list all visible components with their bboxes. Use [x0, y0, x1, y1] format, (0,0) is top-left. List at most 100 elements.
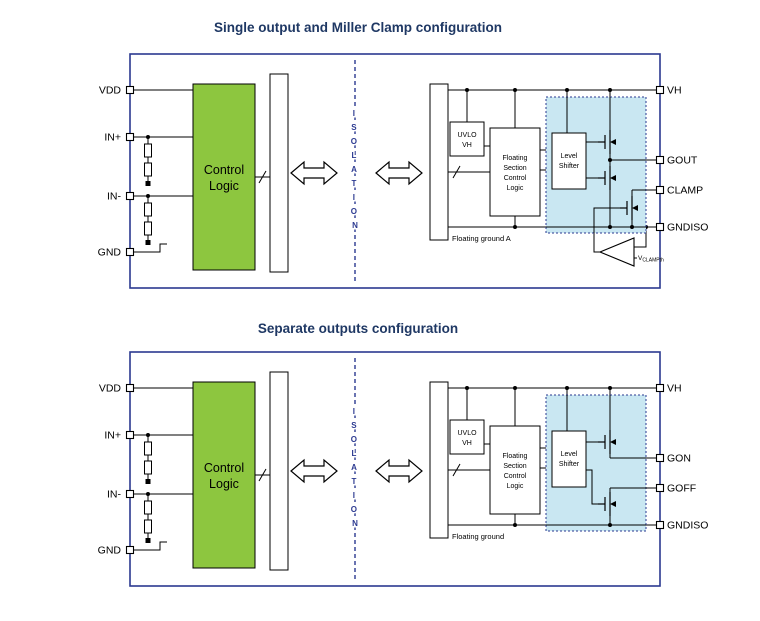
- bus-slash: [452, 165, 461, 179]
- terminal-square: [145, 240, 151, 245]
- pin-square-gout: [655, 155, 665, 165]
- pin-square-vdd: [125, 85, 135, 95]
- left-pins: VDD IN+ IN- GND: [98, 85, 135, 259]
- control-logic-block: [192, 381, 256, 569]
- resistor-icon: [144, 202, 152, 217]
- input-wiring: [134, 89, 193, 253]
- clamp-comparator-icon: [598, 237, 635, 267]
- pin-label-vh: VH: [667, 383, 682, 395]
- terminal-square: [145, 181, 151, 186]
- bus-slash: [258, 468, 267, 482]
- level-shifter-label: Level: [561, 153, 578, 160]
- pin-square-vh: [655, 85, 665, 95]
- outer-boundary-box: [129, 53, 661, 289]
- terminal-square: [145, 538, 151, 543]
- pin-label-inn: IN-: [107, 489, 122, 501]
- pin-square-inp: [125, 132, 135, 142]
- pin-label-gnd: GND: [98, 247, 122, 259]
- interface-buffer-block: [269, 371, 289, 571]
- diagram-title: Single output and Miller Clamp configura…: [214, 20, 502, 35]
- level-shifter-label: Shifter: [559, 163, 580, 170]
- terminal-square: [145, 479, 151, 484]
- right-pins: VH GON GOFF GNDISO: [655, 383, 708, 532]
- control-logic-label: Control: [204, 163, 244, 177]
- pin-label-gndiso: GNDISO: [667, 520, 708, 532]
- bus-slash: [452, 463, 461, 477]
- pin-square-goff: [655, 483, 665, 493]
- resistor-icon: [144, 460, 152, 475]
- floating-section-label: Control: [504, 175, 527, 182]
- pin-square-gnd: [125, 545, 135, 555]
- interface-buffer-block: [269, 73, 289, 273]
- level-shifter-block: [551, 132, 587, 190]
- interface-buffer-block: [429, 83, 449, 241]
- bidirectional-arrow-icon: [375, 160, 423, 186]
- bus-wiring: [255, 170, 270, 184]
- floating-ground-label: Floating ground: [452, 532, 504, 541]
- resistor-icon: [144, 519, 152, 534]
- pin-label-goff: GOFF: [667, 483, 696, 495]
- output-stage-wiring: [546, 395, 646, 527]
- output-stage-wiring: [546, 97, 646, 233]
- pin-label-vdd: VDD: [99, 85, 122, 97]
- pin-square-inp: [125, 430, 135, 440]
- pin-label-vdd: VDD: [99, 383, 122, 395]
- pin-square-vh: [655, 383, 665, 393]
- pin-square-inn: [125, 191, 135, 201]
- level-shifter-block: [551, 430, 587, 488]
- pin-label-gndiso: GNDISO: [667, 222, 708, 234]
- bidirectional-arrow-icon: [290, 458, 338, 484]
- control-logic-label: Control: [204, 461, 244, 475]
- pin-label-gon: GON: [667, 453, 691, 465]
- pin-square-vdd: [125, 383, 135, 393]
- isolation-label: I S O L A T I O N: [351, 109, 359, 230]
- control-logic-label: Logic: [209, 477, 239, 491]
- floating-ground-label: Floating ground A: [452, 234, 511, 243]
- level-shifter-label: Level: [561, 451, 578, 458]
- pin-label-gout: GOUT: [667, 155, 698, 167]
- floating-section-label: Section: [503, 165, 526, 172]
- pin-label-inn: IN-: [107, 191, 122, 203]
- pin-square-gndiso: [655, 520, 665, 530]
- pin-square-inn: [125, 489, 135, 499]
- pin-label-gnd: GND: [98, 545, 122, 557]
- interface-buffer-block: [429, 381, 449, 539]
- resistor-icon: [144, 162, 152, 177]
- floating-section-label: Logic: [507, 483, 524, 490]
- floating-section-label: Control: [504, 473, 527, 480]
- diagram-separate-outputs: Separate outputs configuration VDD IN+ I…: [98, 321, 708, 587]
- uvlo-label: VH: [462, 142, 472, 149]
- control-logic-label: Logic: [209, 179, 239, 193]
- bus-wiring: [255, 468, 270, 482]
- pin-square-clamp: [655, 185, 665, 195]
- diagram-title: Separate outputs configuration: [258, 321, 458, 336]
- clamp-threshold-label: VCLAMPth: [638, 255, 664, 264]
- pin-square-gndiso: [655, 222, 665, 232]
- bus-slash: [258, 170, 267, 184]
- right-pins: VH GOUT CLAMP GNDISO: [655, 85, 708, 234]
- floating-section-label: Logic: [507, 185, 524, 192]
- bidirectional-arrow-icon: [375, 458, 423, 484]
- uvlo-label: UVLO: [457, 132, 477, 139]
- uvlo-label: UVLO: [457, 430, 477, 437]
- isolation-barrier: I S O L A T I O N: [349, 358, 360, 581]
- pin-square-gon: [655, 453, 665, 463]
- floating-section-block: [489, 127, 541, 217]
- isolation-barrier: I S O L A T I O N: [349, 60, 360, 283]
- control-logic-block: [192, 83, 256, 271]
- outer-boundary-box: [129, 351, 661, 587]
- uvlo-label: VH: [462, 440, 472, 447]
- isolation-label: I S O L A T I O N: [351, 407, 359, 528]
- floating-section-label: Floating: [503, 453, 528, 460]
- pin-label-clamp: CLAMP: [667, 185, 703, 197]
- floating-section-label: Floating: [503, 155, 528, 162]
- uvlo-block: [449, 419, 485, 455]
- uvlo-block: [449, 121, 485, 157]
- resistor-icon: [144, 441, 152, 456]
- resistor-icon: [144, 500, 152, 515]
- resistor-icon: [144, 143, 152, 158]
- pin-label-inp: IN+: [104, 430, 121, 442]
- level-shifter-label: Shifter: [559, 461, 580, 468]
- resistor-icon: [144, 221, 152, 236]
